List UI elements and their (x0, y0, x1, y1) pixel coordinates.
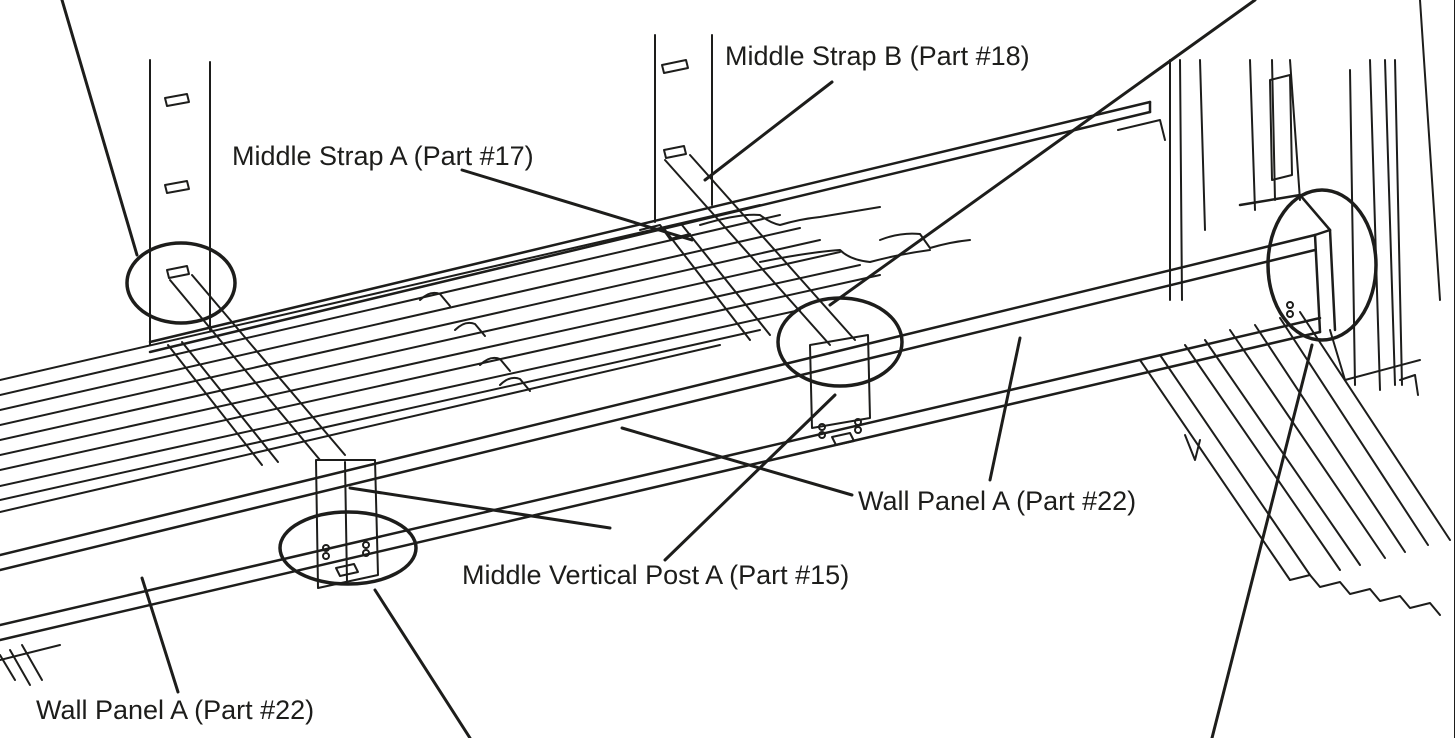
side-wall-panel-right (1329, 0, 1455, 738)
detail-circle-right (1266, 188, 1378, 342)
middle-strap-right (664, 154, 856, 346)
leader-line-wall-panel-front (620, 426, 854, 497)
label-middle-strap-b: Middle Strap B (Part #18) (725, 41, 1030, 71)
middle-vertical-post-front (315, 459, 379, 589)
leader-line-upper-left (60, 0, 139, 257)
leader-line-middle-strap-b (703, 80, 834, 182)
rear-upright-middle (654, 34, 713, 223)
rear-upright-left (149, 59, 211, 346)
label-middle-strap-a: Middle Strap A (Part #17) (232, 141, 534, 171)
label-middle-vertical-post-a: Middle Vertical Post A (Part #15) (462, 560, 850, 590)
leader-line-wall-panel-right (988, 336, 1022, 482)
detail-circle-upper-left (125, 241, 237, 325)
label-wall-panel-a-left: Wall Panel A (Part #22) (36, 695, 315, 725)
leader-line-top-right (828, 0, 1257, 307)
rear-wall-panel (148, 100, 1152, 354)
leader-line-bottom-circle (373, 588, 472, 738)
detail-circle-bottom (278, 510, 418, 586)
leader-line-wall-panel-left (140, 576, 180, 694)
leader-line-right-circle (1210, 343, 1314, 738)
leader-line-post-front (348, 486, 612, 530)
ground-corrugated-panel-left (0, 644, 61, 686)
middle-vertical-post-rear (809, 334, 871, 446)
leader-line-middle-strap-a (460, 168, 694, 242)
corner-post-right (1117, 59, 1301, 318)
detail-circle-middle (776, 296, 904, 388)
label-wall-panel-a-right: Wall Panel A (Part #22) (858, 486, 1137, 516)
leader-line-post-rear (663, 393, 837, 562)
middle-strap-left (167, 274, 346, 466)
front-wall-panel (0, 193, 1337, 642)
ground-corrugated-panel-right (1139, 311, 1451, 616)
